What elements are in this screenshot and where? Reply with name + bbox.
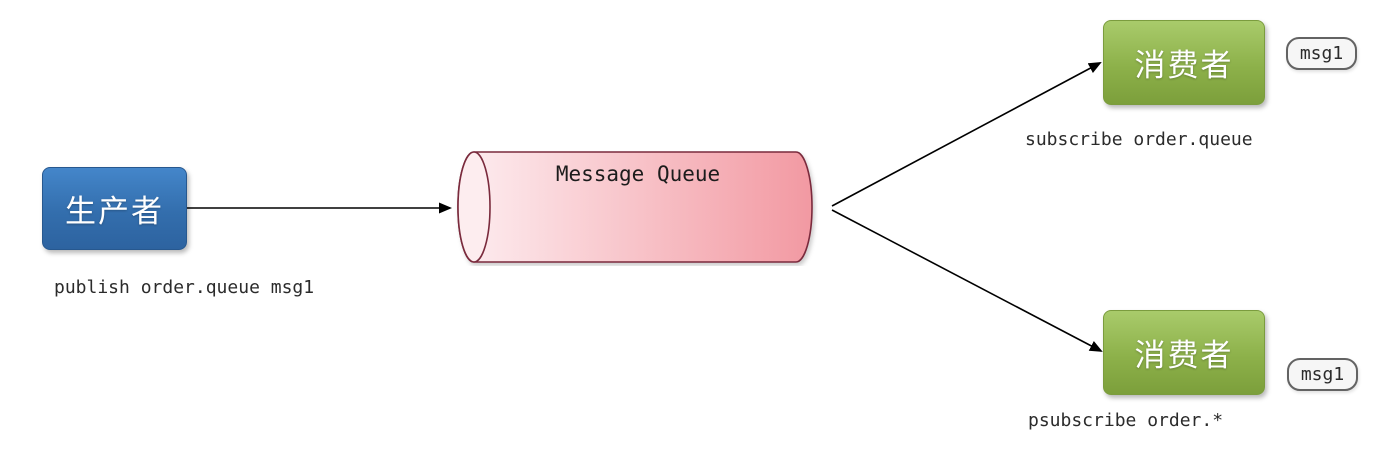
consumer-bottom-label: 消费者: [1134, 338, 1234, 374]
consumer-bottom-msg-badge: msg1: [1287, 358, 1358, 391]
consumer-bottom-node: 消费者: [1103, 310, 1265, 395]
producer-label: 生产者: [65, 194, 164, 230]
consumer-top-label: 消费者: [1134, 48, 1234, 84]
arrow-queue-to-consumer-bottom: [831, 209, 1103, 352]
publish-caption: publish order.queue msg1: [54, 277, 315, 298]
consumer-top-msg-badge: msg1: [1286, 37, 1357, 70]
queue-label: Message Queue: [555, 162, 721, 186]
subscribe-caption: subscribe order.queue: [1025, 129, 1253, 150]
message-queue-cylinder: [457, 151, 813, 263]
psubscribe-caption: psubscribe order.*: [1028, 410, 1224, 431]
producer-node: 生产者: [42, 167, 187, 250]
cylinder-left-cap: [457, 151, 491, 263]
consumer-top-node: 消费者: [1103, 20, 1265, 105]
